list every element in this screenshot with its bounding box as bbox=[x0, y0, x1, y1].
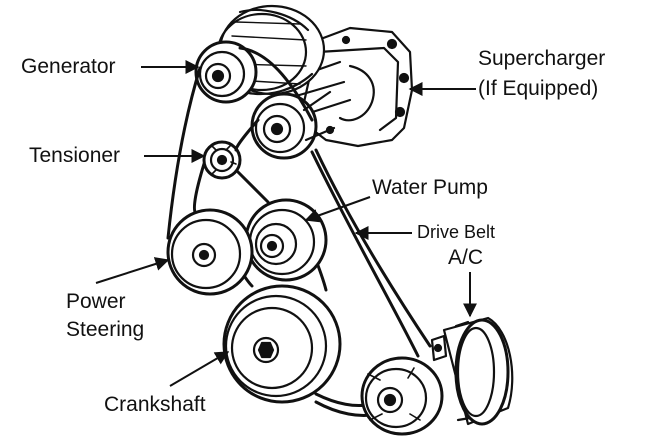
drive-belt-label: Drive Belt bbox=[417, 222, 496, 242]
tensioner-label: Tensioner bbox=[29, 144, 121, 167]
crankshaft-label: Crankshaft bbox=[104, 393, 206, 416]
water-pump-pulley bbox=[244, 198, 328, 282]
ac-compressor bbox=[360, 316, 514, 436]
supercharger-label-line2: (If Equipped) bbox=[478, 77, 599, 100]
tensioner-pulley bbox=[202, 140, 242, 180]
power-steering-label-line1: Power bbox=[66, 290, 126, 313]
supercharger-pulley bbox=[250, 90, 336, 160]
generator-pulley bbox=[194, 40, 258, 104]
generator-label: Generator bbox=[21, 55, 116, 78]
power-steering-label-line2: Steering bbox=[66, 318, 145, 341]
supercharger-housing bbox=[294, 26, 414, 148]
water-pump-leader bbox=[304, 196, 371, 223]
ac-label: A/C bbox=[448, 246, 484, 269]
crankshaft-leader bbox=[169, 351, 230, 387]
water-pump-label: Water Pump bbox=[372, 176, 488, 199]
power-steering-leader bbox=[95, 257, 170, 284]
power-steering-pulley bbox=[166, 208, 254, 296]
crankshaft-pulley bbox=[222, 284, 342, 404]
supercharger-label-line1: Supercharger bbox=[478, 47, 606, 70]
